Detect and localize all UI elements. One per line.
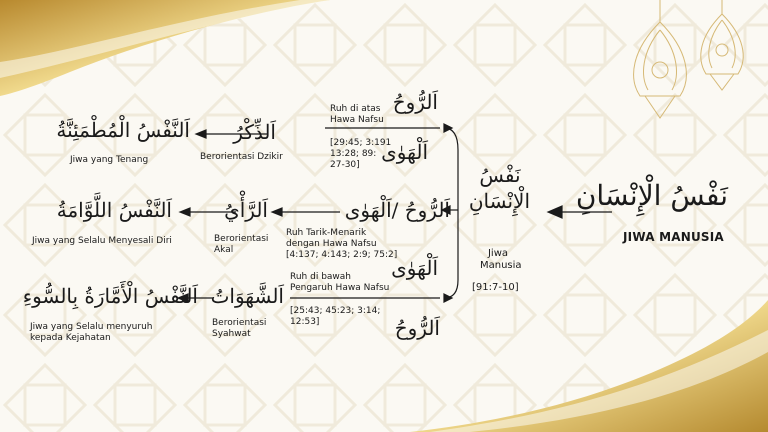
branch2-result-arabic: اَلنَّفْسُ اللَّوَّامَةُ (56, 198, 172, 222)
branch1-top-arabic: اَلرُّوحُ (392, 90, 438, 114)
branch1-orientation-label: Berorientasi Dzikir (200, 152, 283, 162)
branch1-relation: Ruh di atas Hawa Nafsu (330, 104, 384, 125)
title-arabic: نَفْسُ الْإِنْسَانِ (575, 179, 728, 212)
branch3-orientation-label: Berorientasi Syahwat (212, 318, 267, 339)
branch1-result-label: Jiwa yang Tenang (70, 155, 149, 165)
branch3-result-arabic: اَلنَّفْسُ الْأَمَّارَةُ بِالسُّوءِ (22, 284, 198, 308)
branch2-relation-arabic: اَلرُّوحُ /اَلْهَوٰى (344, 198, 450, 222)
title-latin: JIWA MANUSIA (623, 230, 724, 244)
branch3-refs: [25:43; 45:23; 3:14; 12:53] (290, 306, 381, 327)
gold-swoosh-top-left (0, 0, 330, 96)
gold-swoosh-bottom-right (410, 300, 768, 432)
branch3-top-arabic: اَلْهَوٰى (391, 256, 438, 280)
branch3-bottom-arabic: اَلرُّوحُ (394, 316, 440, 340)
branch2-orientation-label: Berorientasi Akal (214, 234, 269, 255)
branch1-orientation-arabic: اَلذِّكْرُ (233, 120, 276, 144)
branch2-orientation-arabic: اَلرَّأْيُ (224, 198, 268, 222)
branch2-relation: Ruh Tarik-Menarik dengan Hawa Nafsu [4:1… (286, 228, 398, 260)
lantern-icon (700, 0, 744, 91)
branch3-orientation-arabic: اَلشَّهَوَاتُ (210, 284, 284, 308)
branch3-relation: Ruh di bawah Pengaruh Hawa Nafsu (290, 272, 390, 293)
branch1-result-arabic: اَلنَّفْسُ الْمُطْمَئِنَّةُ (56, 118, 190, 142)
branch1-refs: [29:45; 3:191 13:28; 89: 27-30] (330, 138, 392, 170)
branch1-bottom-arabic: اَلْهَوٰى (381, 140, 428, 164)
branch3-result-label: Jiwa yang Selalu menyuruh kepada Kejahat… (30, 322, 153, 343)
brace-connector (443, 127, 459, 299)
center-ref: [91:7-10] (472, 282, 519, 293)
branch2-result-label: Jiwa yang Selalu Menyesali Diri (32, 236, 172, 246)
center-arabic: نَفْسُ الْإِنْسَانِ (468, 163, 530, 213)
center-label: Jiwa Manusia (480, 248, 522, 271)
lantern-icon (633, 0, 687, 119)
